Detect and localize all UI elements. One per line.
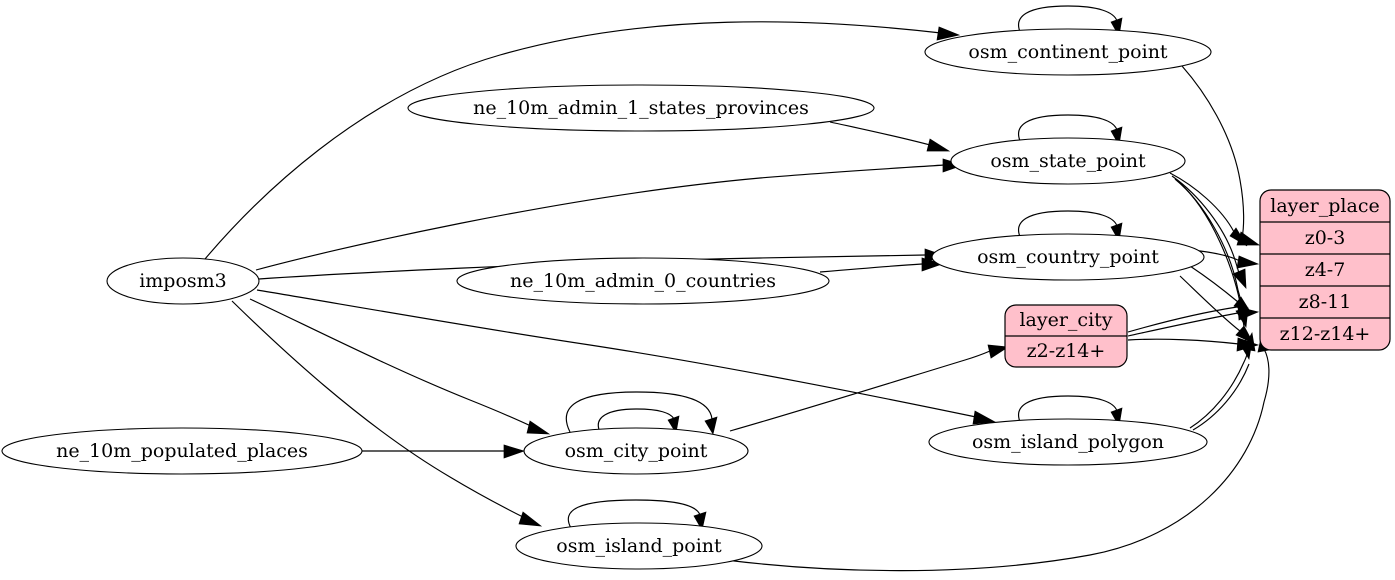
node-osm-continent-point[interactable]: osm_continent_point [924,28,1212,76]
edge-osm-island-polygon-to-layer-place-z12 [1189,331,1256,429]
edge-imposm3-to-osm-island-polygon [256,289,997,425]
record-title-layer-city: layer_city [1019,309,1112,331]
node-label-osm-city-point: osm_city_point [565,440,708,462]
node-label-osm-country-point: osm_country_point [977,246,1159,268]
node-ne-10m-admin-1-states-provinces[interactable]: ne_10m_admin_1_states_provinces [407,84,875,132]
record-node-layer-place[interactable]: layer_place z0-3 z4-7 z8-11 z12-z14+ [1259,189,1391,351]
record-row-layer-place-z8-11[interactable]: z8-11 [1299,291,1352,313]
edge-ne-places-to-osm-city-point [362,444,526,459]
node-osm-state-point[interactable]: osm_state_point [950,137,1186,185]
edge-self-loop-osm-island-point [567,499,707,531]
record-row-layer-city-z2-z14[interactable]: z2-z14+ [1027,340,1106,362]
edge-ne-countries-to-osm-country-point [819,257,944,273]
edge-layer-city-to-layer-place-z12 [1127,337,1260,352]
node-ne-10m-admin-0-countries[interactable]: ne_10m_admin_0_countries [456,257,830,305]
edge-layer-city-to-layer-place-z8-11 [1127,306,1260,337]
edge-osm-state-point-to-layer-place-z4-7 [1171,175,1247,289]
edge-imposm3-to-osm-state-point [255,158,965,271]
edge-layer-city-to-layer-place-alt [1127,306,1238,333]
node-imposm3[interactable]: imposm3 [106,257,260,305]
node-label-ne-states: ne_10m_admin_1_states_provinces [473,97,809,119]
edge-self-loop-osm-city-point-inner [597,408,680,434]
edge-imposm3-to-osm-island-point [231,300,543,527]
node-osm-island-point[interactable]: osm_island_point [515,522,763,570]
edge-osm-continent-point-to-layer-place-z0-3 [1181,65,1261,246]
record-node-layer-city[interactable]: layer_city z2-z14+ [1004,304,1128,368]
edge-osm-state-point-to-layer-place-z0-3 [1169,172,1248,247]
node-label-imposm3: imposm3 [139,270,227,292]
edge-imposm3-to-osm-continent-point [204,21,961,260]
node-label-ne-countries: ne_10m_admin_0_countries [510,270,776,292]
node-label-osm-continent-point: osm_continent_point [968,41,1168,63]
node-label-ne-places: ne_10m_populated_places [56,440,308,462]
node-ne-10m-populated-places[interactable]: ne_10m_populated_places [1,427,363,475]
record-row-layer-place-z0-3[interactable]: z0-3 [1305,227,1346,249]
edge-imposm3-to-osm-city-point [249,298,551,435]
node-osm-city-point[interactable]: osm_city_point [523,427,749,475]
edge-self-loop-osm-city-point-outer [565,391,718,435]
edge-layer [204,5,1270,572]
node-label-osm-island-polygon: osm_island_polygon [972,431,1164,453]
node-layer: imposm3 ne_10m_admin_1_states_provinces … [1,28,1212,570]
node-label-osm-state-point: osm_state_point [990,150,1146,172]
record-row-layer-place-z12-z14[interactable]: z12-z14+ [1280,323,1371,345]
record-layer: layer_place z0-3 z4-7 z8-11 z12-z14+ lay… [1004,189,1391,368]
edge-osm-island-polygon-to-layer-place-z12-b [1192,363,1250,431]
node-osm-island-polygon[interactable]: osm_island_polygon [928,418,1208,466]
record-row-layer-place-z4-7[interactable]: z4-7 [1305,259,1346,281]
record-title-layer-place: layer_place [1270,195,1379,217]
edge-ne-states-to-osm-state-point [829,121,951,152]
node-osm-country-point[interactable]: osm_country_point [931,233,1205,281]
edge-osm-city-point-to-layer-city [729,344,1010,432]
node-label-osm-island-point: osm_island_point [556,535,722,557]
